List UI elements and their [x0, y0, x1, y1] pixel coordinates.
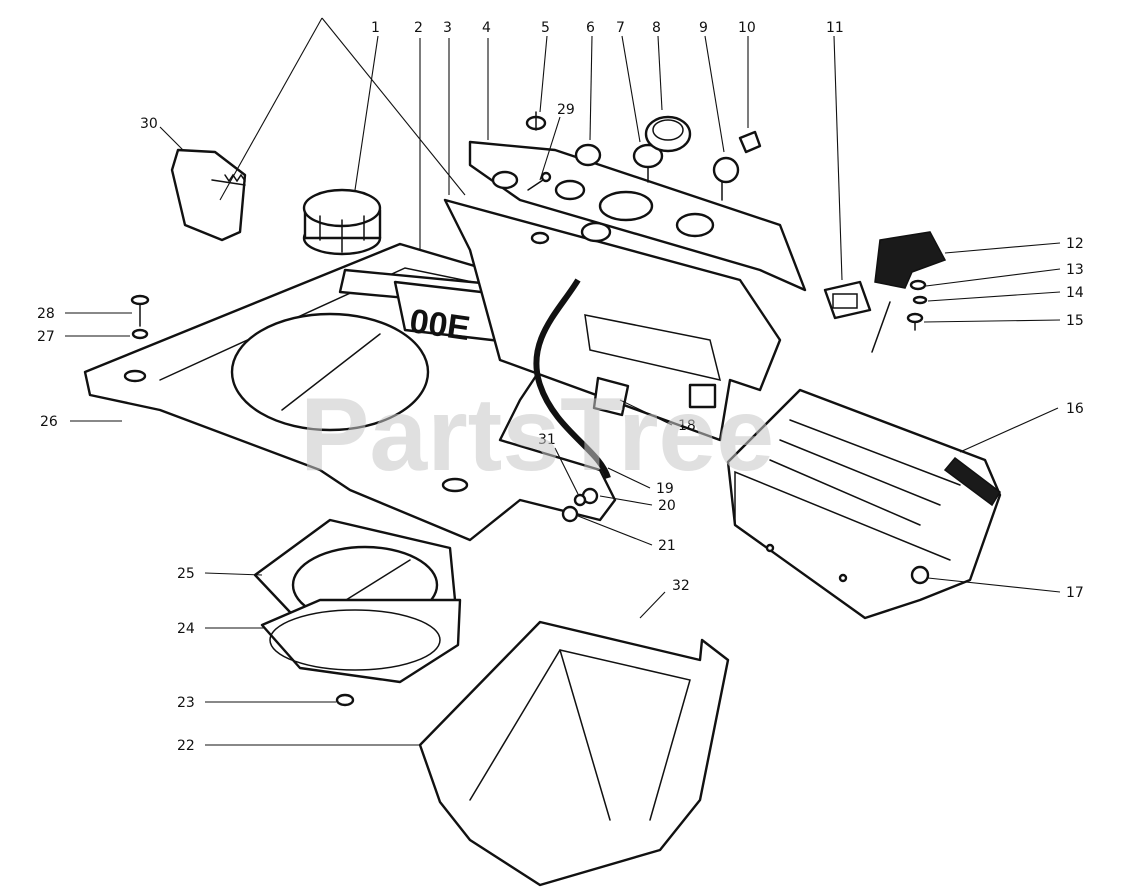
callout-11: 11: [826, 20, 844, 36]
callout-18: 18: [678, 418, 696, 434]
plug-connector: [738, 130, 762, 154]
callout-labels: 1 2 3 4 5 6 7 8 9 10 11 12 13 14 15 16 1…: [37, 20, 1084, 754]
callout-23: 23: [177, 695, 195, 711]
model-decal-text: 00E: [407, 302, 472, 348]
fuel-line: [533, 278, 611, 480]
callout-3: 3: [443, 20, 452, 36]
callout-29: 29: [557, 102, 575, 118]
washer-13: [909, 279, 927, 291]
callout-7: 7: [616, 20, 625, 36]
callout-30: 30: [140, 116, 158, 132]
callout-26: 26: [40, 414, 58, 430]
callout-28: 28: [37, 306, 55, 322]
chute-ring: [260, 598, 462, 684]
callout-19: 19: [656, 481, 674, 497]
switch-box: [170, 148, 247, 242]
callout-10: 10: [738, 20, 756, 36]
callout-32: 32: [672, 578, 690, 594]
callout-9: 9: [699, 20, 708, 36]
callout-14: 14: [1066, 285, 1084, 301]
callout-8: 8: [652, 20, 661, 36]
rubber-boot: [874, 231, 947, 289]
chute-housing: [418, 620, 730, 887]
washer-21: [561, 505, 579, 523]
callout-5: 5: [541, 20, 550, 36]
primer-bulb: [644, 115, 692, 153]
callout-2: 2: [414, 20, 423, 36]
choke-knob: [712, 156, 740, 201]
callout-1: 1: [371, 20, 380, 36]
wire-lead: [871, 301, 891, 353]
watermark-text: PartsTree: [300, 377, 774, 493]
screw-17: [910, 565, 930, 585]
callout-15: 15: [1066, 313, 1084, 329]
callout-27: 27: [37, 329, 55, 345]
callout-4: 4: [482, 20, 491, 36]
callout-22: 22: [177, 738, 195, 754]
terminal-clip: [592, 376, 630, 417]
primer-button: [632, 143, 664, 183]
washer-23: [335, 693, 355, 707]
receptacle: [823, 280, 872, 320]
callout-17: 17: [1066, 585, 1084, 601]
callout-12: 12: [1066, 236, 1084, 252]
washer-14: [912, 295, 928, 305]
panel-screw: [527, 171, 552, 191]
washer-27: [131, 328, 149, 340]
bolt-28: [130, 294, 150, 327]
callout-21: 21: [658, 538, 676, 554]
callout-13: 13: [1066, 262, 1084, 278]
lockwasher-31: [573, 493, 587, 507]
leader-lines: [65, 17, 1061, 746]
gas-cap: [302, 188, 382, 256]
callout-24: 24: [177, 621, 195, 637]
key-switch: [525, 111, 547, 131]
callout-31: 31: [538, 432, 556, 448]
callout-25: 25: [177, 566, 195, 582]
grommet: [574, 143, 602, 167]
callout-6: 6: [586, 20, 595, 36]
belt-cover: [726, 388, 1002, 620]
callout-16: 16: [1066, 401, 1084, 417]
callout-20: 20: [658, 498, 676, 514]
screw-15: [906, 312, 924, 331]
control-panel: [443, 198, 782, 442]
